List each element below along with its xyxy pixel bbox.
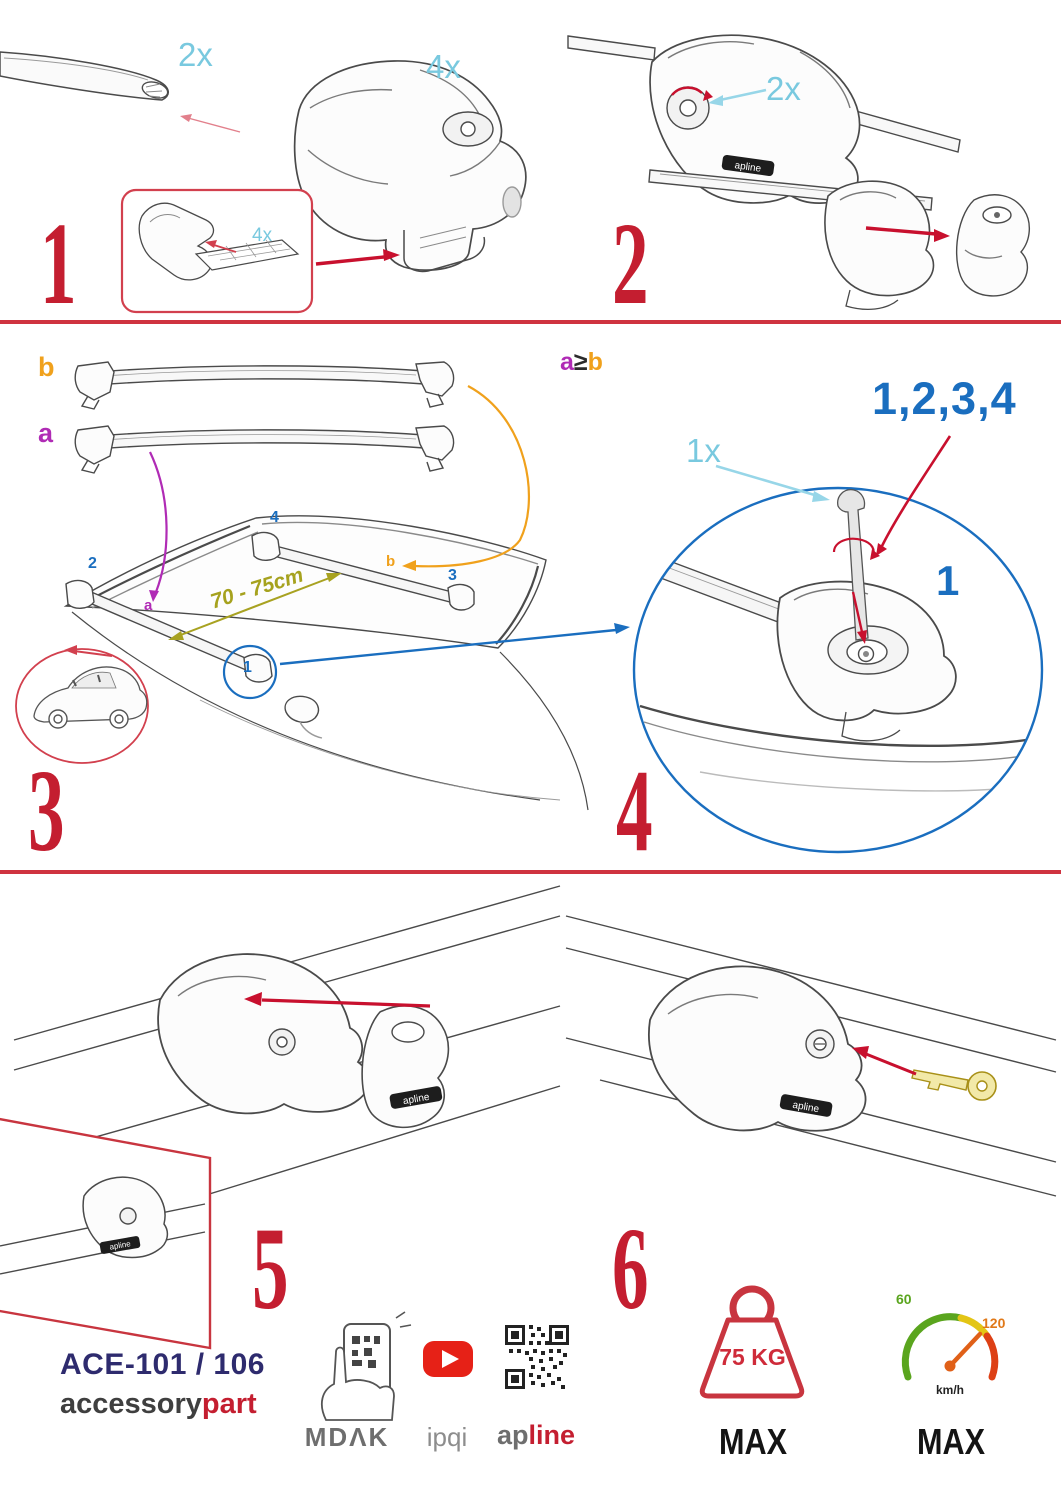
step5-illustration: apline apline xyxy=(0,885,561,1350)
foot-brand-badge: apline xyxy=(779,1094,833,1117)
foot-brand-text: apline xyxy=(402,1092,431,1108)
bar-a-label: a xyxy=(38,418,54,448)
a-gte-b-formula: a≥b xyxy=(560,350,603,375)
key-drawing xyxy=(852,1046,997,1101)
weight-icon xyxy=(699,1285,805,1399)
start-position: 1 xyxy=(936,557,960,604)
section-divider-2 xyxy=(0,870,1061,874)
brand-left: ap xyxy=(496,1420,529,1450)
formula-a: a xyxy=(560,348,574,376)
foot-brand-badge: apline xyxy=(389,1086,443,1109)
step1-bar-qty: 2x xyxy=(178,36,213,73)
step3-illustration xyxy=(15,361,630,811)
roof-a-tag: a xyxy=(144,597,153,614)
step3-number: 3 xyxy=(28,745,65,876)
step1-inset xyxy=(120,188,314,314)
max-weight-label: MAX xyxy=(719,1421,787,1462)
crossbar-drawing xyxy=(0,51,169,101)
qr-code-icon xyxy=(505,1325,569,1389)
bar-a-drawing xyxy=(74,425,455,474)
roof-position-1: 1 xyxy=(243,659,252,676)
brand-logo: apline xyxy=(486,1422,586,1449)
step2-illustration: apline xyxy=(567,34,1030,311)
step1-foot-qty: 4x xyxy=(426,48,461,85)
footer-icons xyxy=(320,1285,999,1421)
max-weight-value: 75 KG xyxy=(719,1344,786,1370)
step5-number: 5 xyxy=(252,1203,289,1334)
company-right: part xyxy=(201,1388,257,1420)
speedometer-icon xyxy=(901,1313,999,1381)
step6-number: 6 xyxy=(612,1203,649,1334)
roof-b-tag: b xyxy=(386,553,396,570)
foot-brand-badge: apline xyxy=(721,154,775,177)
span-arrow xyxy=(168,573,342,640)
foot-brand-badge: apline xyxy=(99,1236,141,1254)
knob-qty-arrow xyxy=(708,88,767,106)
step6-illustration: apline xyxy=(565,915,1057,1197)
brand-right: line xyxy=(528,1420,576,1450)
bar-a-arrow xyxy=(149,451,168,602)
bar-b-label: b xyxy=(38,352,55,382)
foot-with-knob-drawing: apline xyxy=(649,34,861,204)
foot-brand-text: apline xyxy=(792,1100,821,1116)
bar-b-arrow xyxy=(402,385,531,571)
allen-key-drawing xyxy=(832,489,880,644)
step4-illustration xyxy=(632,435,1044,854)
phone-hand-icon xyxy=(320,1311,412,1421)
step1-pad-qty: 4x xyxy=(252,225,273,246)
roof-front-crossbar xyxy=(65,579,273,683)
bar-pointer-arrow xyxy=(180,114,241,133)
roof-position-4: 4 xyxy=(270,509,279,526)
key-qty: 1x xyxy=(686,432,721,469)
tighten-sequence: 1,2,3,4 xyxy=(872,373,1017,424)
inset-to-foot-arrow xyxy=(315,249,400,266)
speed-unit: km/h xyxy=(935,1383,964,1397)
company-logo: accessorypart xyxy=(60,1390,257,1419)
foot-drawing xyxy=(293,60,527,273)
company-left: accessory xyxy=(60,1388,202,1420)
foot-brand-text: apline xyxy=(734,160,762,175)
step1-illustration xyxy=(0,51,527,314)
sequence-arrow xyxy=(876,435,952,556)
key-qty-arrow xyxy=(715,464,830,502)
step2-number: 2 xyxy=(612,198,649,329)
foot-brand-text: apline xyxy=(109,1239,132,1252)
foot-key-drawing: apline xyxy=(648,965,867,1132)
roof-drawing xyxy=(63,515,589,811)
step5-inset: apline xyxy=(0,1117,212,1350)
max-speed-label: MAX xyxy=(917,1421,985,1462)
car-inset xyxy=(15,645,149,764)
youtube-icon xyxy=(423,1341,473,1377)
step4-number: 4 xyxy=(616,745,653,876)
bar-b-drawing xyxy=(74,361,455,410)
roof-position-3: 3 xyxy=(448,567,457,584)
bar-endcap-drawing xyxy=(648,169,1030,311)
app-name: MDΛK xyxy=(304,1422,390,1452)
step2-knob-qty: 2x xyxy=(766,70,801,107)
roof-position-2: 2 xyxy=(88,555,97,572)
foot-lock-drawing: apline xyxy=(157,953,450,1129)
channel-name: ipqi xyxy=(426,1422,468,1452)
formula-sign: ≥ xyxy=(573,348,588,376)
section-divider-1 xyxy=(0,320,1061,324)
step1-number: 1 xyxy=(40,198,77,329)
roof-rear-crossbar xyxy=(251,531,475,611)
model-code: ACE-101 / 106 xyxy=(60,1348,265,1381)
position1-highlight xyxy=(222,623,630,700)
speed-low-tick: 60 xyxy=(896,1291,912,1307)
formula-b: b xyxy=(587,348,603,376)
speed-high-tick: 120 xyxy=(982,1315,1006,1331)
